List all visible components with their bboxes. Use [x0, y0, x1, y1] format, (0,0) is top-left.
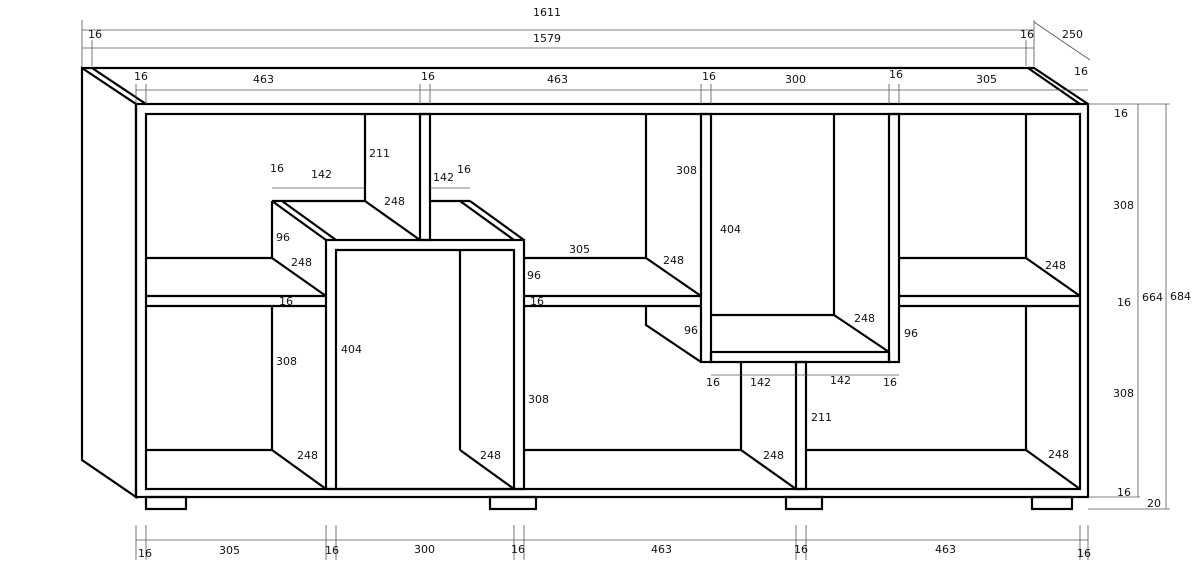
- dim-label: 16: [457, 163, 471, 176]
- dim-label: 308: [528, 393, 549, 406]
- dim-label: 142: [830, 374, 851, 387]
- dim-label: 300: [414, 543, 435, 556]
- dim-label: 664: [1142, 291, 1163, 304]
- dim-label: 1579: [533, 32, 561, 45]
- dim-label: 248: [1048, 448, 1069, 461]
- dimension-labels: 1611 16 1579 16 250 16 463 16 463 16 300…: [88, 6, 1191, 560]
- dim-label: 463: [935, 543, 956, 556]
- dim-label: 305: [976, 73, 997, 86]
- dim-label: 142: [433, 171, 454, 184]
- dim-label: 16: [530, 295, 544, 308]
- dim-label: 404: [720, 223, 741, 236]
- dim-label: 16: [511, 543, 525, 556]
- dim-label: 248: [297, 449, 318, 462]
- dim-label: 142: [311, 168, 332, 181]
- dim-label: 16: [134, 70, 148, 83]
- dim-label: 248: [763, 449, 784, 462]
- dim-label: 16: [1117, 486, 1131, 499]
- dim-label: 463: [253, 73, 274, 86]
- dim-label: 404: [341, 343, 362, 356]
- dim-label: 463: [651, 543, 672, 556]
- dimension-lines: [81, 20, 1170, 560]
- dim-label: 96: [684, 324, 698, 337]
- dim-label: 211: [811, 411, 832, 424]
- dim-label: 16: [889, 68, 903, 81]
- dim-label: 96: [276, 231, 290, 244]
- dim-label: 16: [325, 544, 339, 557]
- dim-label: 248: [480, 449, 501, 462]
- dim-label: 16: [1114, 107, 1128, 120]
- dim-label: 16: [1077, 547, 1091, 560]
- dim-label: 96: [527, 269, 541, 282]
- dim-label: 248: [854, 312, 875, 325]
- dim-label: 305: [569, 243, 590, 256]
- dim-label: 20: [1147, 497, 1161, 510]
- dim-label: 248: [291, 256, 312, 269]
- dim-label: 16: [1020, 28, 1034, 41]
- dim-label: 250: [1062, 28, 1083, 41]
- dim-label: 16: [270, 162, 284, 175]
- dim-label: 16: [279, 295, 293, 308]
- dim-label: 684: [1170, 290, 1191, 303]
- dim-label: 308: [276, 355, 297, 368]
- dim-label: 463: [547, 73, 568, 86]
- dim-label: 305: [219, 544, 240, 557]
- dim-label: 211: [369, 147, 390, 160]
- dim-label: 16: [421, 70, 435, 83]
- dim-label: 16: [138, 547, 152, 560]
- dim-label: 16: [794, 543, 808, 556]
- dim-label: 96: [904, 327, 918, 340]
- dim-label: 16: [883, 376, 897, 389]
- dim-label: 248: [663, 254, 684, 267]
- dim-label: 300: [785, 73, 806, 86]
- dim-label: 308: [676, 164, 697, 177]
- dim-label: 16: [1074, 65, 1088, 78]
- dim-label: 308: [1113, 199, 1134, 212]
- dim-label: 16: [702, 70, 716, 83]
- dim-label: 16: [706, 376, 720, 389]
- dim-label: 308: [1113, 387, 1134, 400]
- dim-label: 142: [750, 376, 771, 389]
- dim-label: 16: [1117, 296, 1131, 309]
- dim-label: 248: [384, 195, 405, 208]
- dim-label: 1611: [533, 6, 561, 19]
- dim-label: 248: [1045, 259, 1066, 272]
- dim-label: 16: [88, 28, 102, 41]
- cabinet-outline: [80, 65, 1090, 511]
